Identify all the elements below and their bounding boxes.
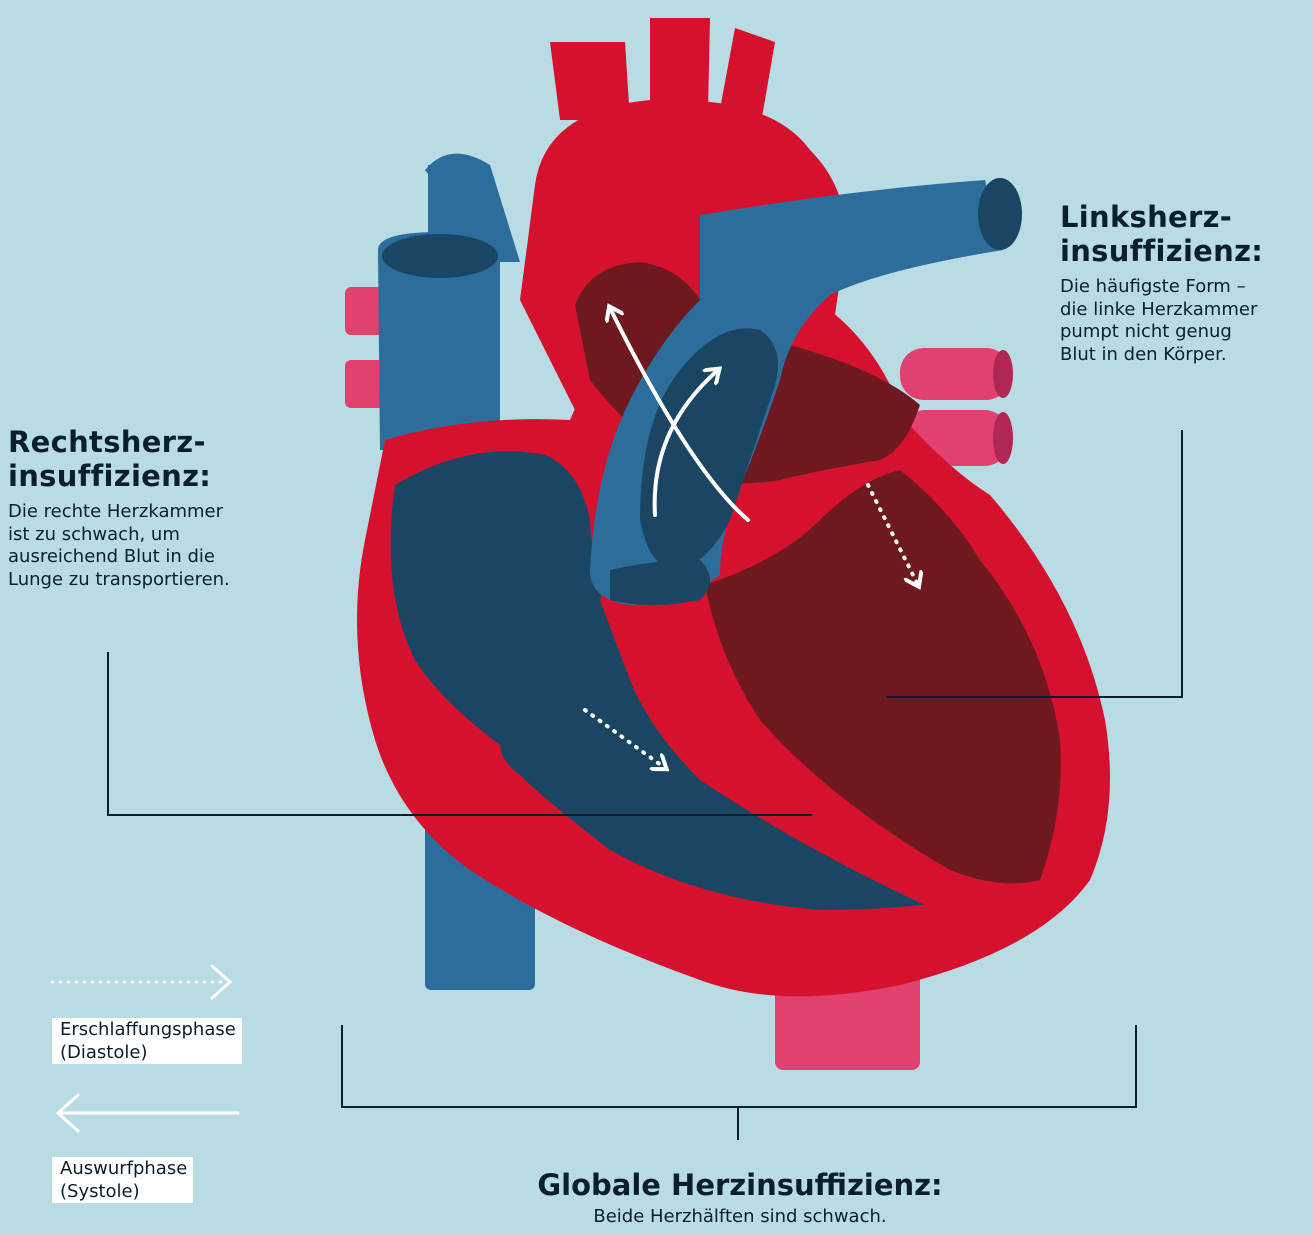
right-heart-failure-description: Die rechte Herzkammer ist zu schwach, um…: [8, 501, 308, 591]
legend-systole: Auswurfphase (Systole): [52, 1157, 193, 1203]
left-heart-failure-description: Die häufigste Form – die linke Herzkamme…: [1060, 276, 1313, 366]
legend-diastole: Erschlaffungsphase (Diastole): [52, 1018, 242, 1064]
left-heart-failure-label: Linksherz- insuffizienz: Die häufigste F…: [1060, 200, 1313, 366]
pulmonary-valve-area: [610, 560, 710, 605]
global-bracket: [342, 1025, 1136, 1107]
left-heart-failure-title: Linksherz- insuffizienz:: [1060, 200, 1313, 268]
right-heart-failure-title: Rechtsherz- insuffizienz:: [8, 425, 308, 493]
global-heart-failure-description: Beide Herzhälften sind schwach.: [440, 1206, 1040, 1228]
global-heart-failure-label: Globale Herzinsuffizienz: Beide Herzhälf…: [440, 1168, 1040, 1228]
global-heart-failure-title: Globale Herzinsuffizienz:: [440, 1168, 1040, 1202]
right-heart-failure-label: Rechtsherz- insuffizienz: Die rechte Her…: [8, 425, 308, 591]
